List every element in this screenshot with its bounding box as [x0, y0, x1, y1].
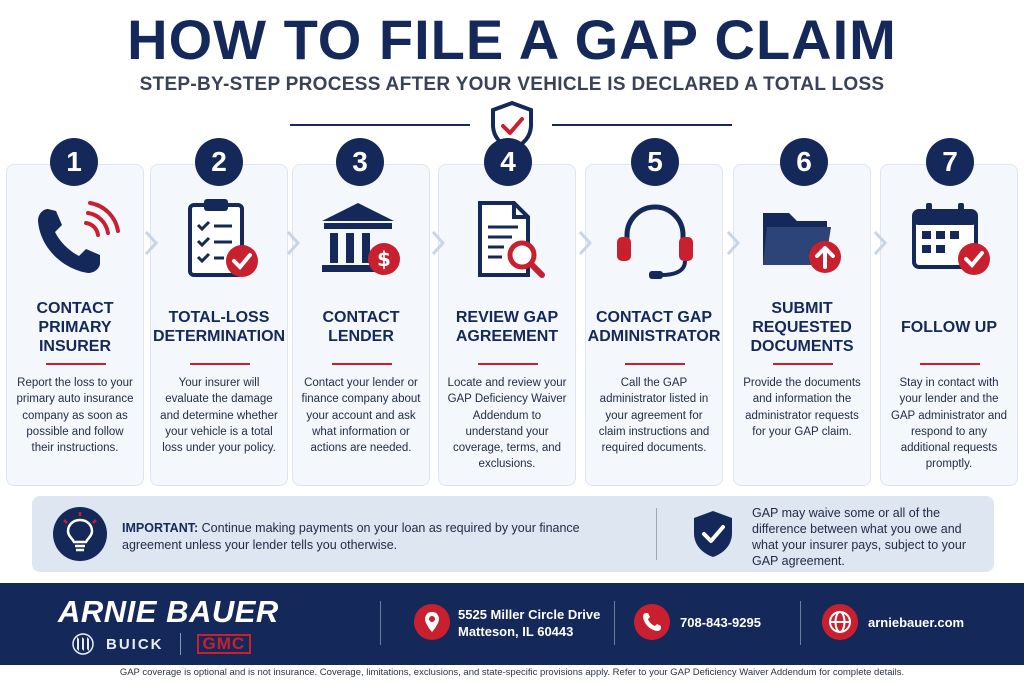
- chevron-right-icon: [431, 230, 445, 256]
- header-divider-right: [552, 124, 732, 126]
- address-line1: 5525 Miller Circle Drive: [458, 607, 601, 622]
- step-5-rule: [625, 363, 685, 365]
- step-1-description: Report the loss to your primary auto ins…: [16, 377, 134, 455]
- buick-shield-icon: [72, 633, 94, 655]
- important-body: Continue making payments on your loan as…: [122, 521, 580, 552]
- step-5-card: CONTACT GAP ADMINISTRATOR Call the GAP a…: [585, 164, 723, 486]
- step-6-description: Provide the documents and information th…: [743, 377, 861, 438]
- svg-text:$: $: [377, 247, 391, 271]
- waiver-text: GAP may waive some or all of the differe…: [752, 506, 966, 568]
- headset-icon: [617, 204, 693, 279]
- buick-logo: BUICK: [106, 635, 164, 653]
- step-5-title: CONTACT GAP ADMINISTRATOR: [587, 309, 721, 345]
- location-pin-icon: [414, 604, 450, 640]
- chevron-right-icon: [144, 230, 158, 256]
- address-line2: Matteson, IL 60443: [458, 624, 574, 639]
- important-label: IMPORTANT:: [122, 521, 199, 535]
- step-4-rule: [478, 363, 538, 365]
- phone-number[interactable]: 708-843-9295: [680, 615, 761, 630]
- phone-icon: [634, 604, 670, 640]
- step-2-title: TOTAL-LOSS DETERMINATION: [152, 309, 286, 345]
- step-7-rule: [920, 363, 980, 365]
- step-1-card: CONTACT PRIMARY INSURER Report the loss …: [6, 164, 144, 486]
- page-subtitle: STEP-BY-STEP PROCESS AFTER YOUR VEHICLE …: [139, 74, 885, 95]
- step-7-number: 7: [926, 138, 974, 186]
- step-2-rule: [190, 363, 250, 365]
- step-3-title: CONTACT LENDER: [322, 309, 400, 345]
- gmc-logo: GMC: [196, 634, 252, 654]
- shield-check-icon: [694, 511, 732, 557]
- step-1-title: CONTACT PRIMARY INSURER: [36, 299, 114, 355]
- chevron-right-icon: [286, 230, 300, 256]
- footer-divider: [380, 601, 381, 645]
- step-6-number: 6: [780, 138, 828, 186]
- step-6-rule: [773, 363, 833, 365]
- folder-upload-icon: [763, 213, 841, 273]
- step-2-number: 2: [195, 138, 243, 186]
- website-link[interactable]: arniebauer.com: [868, 615, 965, 630]
- document-search-icon: [478, 201, 545, 278]
- step-4-description: Locate and review your GAP Deficiency Wa…: [447, 377, 567, 471]
- step-4-title: REVIEW GAP AGREEMENT: [455, 309, 559, 345]
- disclaimer: GAP coverage is optional and is not insu…: [119, 667, 905, 678]
- step-2-description: Your insurer will evaluate the damage an…: [160, 377, 278, 455]
- important-notice: [32, 496, 994, 572]
- step-2-card: TOTAL-LOSS DETERMINATION Your insurer wi…: [150, 164, 288, 486]
- globe-icon: [822, 604, 858, 640]
- dealer-logo: ARNIE BAUER: [58, 594, 279, 629]
- step-3-rule: [332, 363, 392, 365]
- step-1-number: 1: [50, 138, 98, 186]
- step-7-card: FOLLOW UP Stay in contact with your lend…: [880, 164, 1018, 486]
- footer-divider: [614, 601, 615, 645]
- lightbulb-icon: [53, 507, 107, 561]
- step-3-description: Contact your lender or finance company a…: [301, 377, 421, 455]
- important-text: IMPORTANT: Continue making payments on y…: [122, 520, 642, 554]
- brand-divider: [179, 633, 181, 655]
- calendar-check-icon: [912, 203, 990, 275]
- chevron-right-icon: [578, 230, 592, 256]
- step-7-title: FOLLOW UP: [901, 318, 997, 336]
- notice-divider: [656, 508, 657, 560]
- chevron-right-icon: [726, 230, 740, 256]
- step-7-description: Stay in contact with your lender and the…: [890, 377, 1008, 471]
- step-5-number: 5: [631, 138, 679, 186]
- brand-logos: BUICK GMC: [70, 632, 252, 656]
- step-4-number: 4: [484, 138, 532, 186]
- step-3-number: 3: [336, 138, 384, 186]
- page-title: HOW TO FILE A GAP CLAIM: [127, 8, 897, 71]
- step-1-rule: [46, 363, 106, 365]
- clipboard-check-icon: [188, 199, 258, 277]
- header-divider-left: [290, 124, 470, 126]
- phone-icon: [38, 201, 120, 273]
- step-3-card: $ CONTACT LENDER Contact your lender or …: [292, 164, 430, 486]
- chevron-right-icon: [873, 230, 887, 256]
- step-4-card: REVIEW GAP AGREEMENT Locate and review y…: [438, 164, 576, 486]
- step-5-description: Call the GAP administrator listed in you…: [598, 377, 710, 455]
- bank-icon: $: [322, 203, 400, 275]
- step-6-card: SUBMIT REQUESTED DOCUMENTS Provide the d…: [733, 164, 871, 486]
- step-6-title: SUBMIT REQUESTED DOCUMENTS: [750, 299, 854, 355]
- footer-divider: [800, 601, 801, 645]
